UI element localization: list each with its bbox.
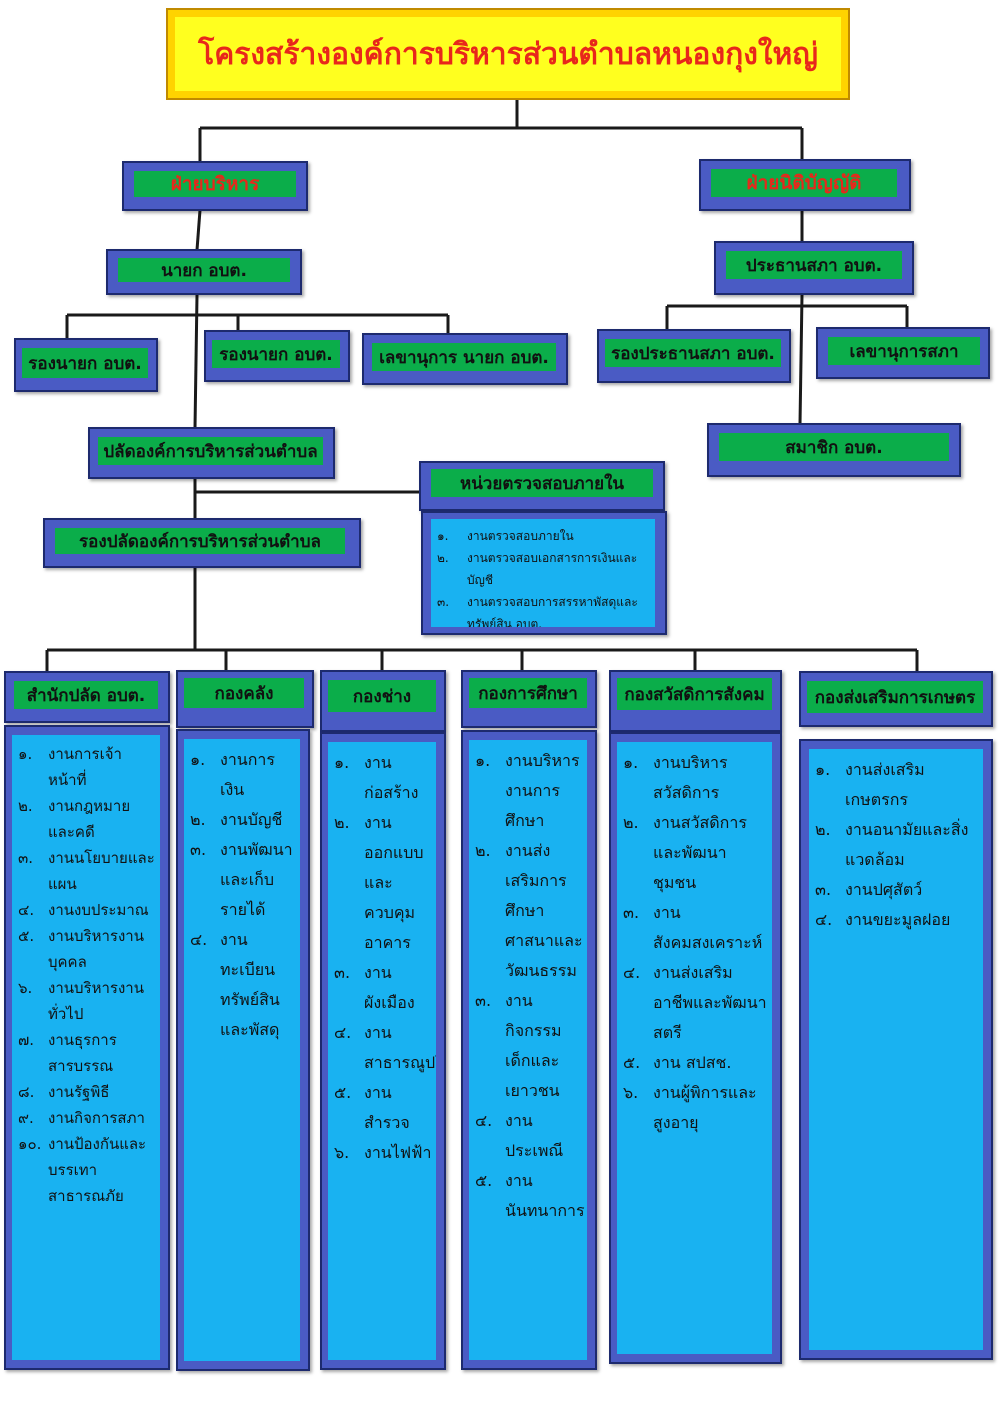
division-list-box: ๑.งานการเจ้าหน้าที่ ๒.งานกฎหมายและคดี ๓.…: [4, 725, 170, 1370]
division-task-list: ๑.งานก่อสร้าง ๒.งานออกแบบและควบคุมอาคาร …: [334, 748, 436, 1168]
list-item: ๖.งานไฟฟ้า: [334, 1143, 432, 1162]
list-item: ๔.งานสาธารณูปโภค: [334, 1023, 436, 1072]
council-secretary-label: เลขานุการสภา: [828, 337, 980, 365]
deputy-mayor-2-box: รองนายก อบต.: [204, 330, 350, 382]
council-vice-president-label: รองประธานสภา อบต.: [605, 339, 781, 367]
division-task-list: ๑.งานบริหารสวัสดิการ ๒.งานสวัสดิการและพั…: [623, 748, 768, 1138]
mayor-secretary-label: เลขานุการ นายก อบต.: [372, 343, 556, 371]
list-item: ๕.งานสำรวจ: [334, 1083, 410, 1132]
list-item: ๔.งานงบประมาณ: [18, 901, 149, 919]
division-list-box: ๑.งานส่งเสริมเกษตรกร ๒.งานอนามัยและสิ่งแ…: [799, 739, 993, 1360]
division-list-box: ๑.งานการเงิน ๒.งานบัญชี ๓.งานพัฒนาและเก็…: [176, 729, 310, 1371]
council-member-box: สมาชิก อบต.: [707, 423, 961, 477]
division-header-agriculture: กองส่งเสริมการเกษตร: [799, 671, 993, 727]
list-item: ๖.งานบริหารงานทั่วไป: [18, 979, 144, 1023]
chief-admin-box: ปลัดองค์การบริหารส่วนตำบล: [88, 427, 335, 479]
division-label: กองการศึกษา: [469, 678, 587, 708]
deputy-chief-admin-label: รองปลัดองค์การบริหารส่วนตำบล: [55, 528, 345, 554]
list-item: ๓.งานกิจกรรมเด็กและเยาวชน: [475, 991, 562, 1100]
list-item: ๑๐.งานป้องกันและบรรเทา สาธารณภัย: [18, 1135, 147, 1205]
council-president-label: ประธานสภา อบต.: [726, 251, 902, 279]
chart-title: โครงสร้างองค์การบริหารส่วนตำบลหนองกุงใหญ…: [175, 17, 841, 91]
internal-audit-list-box: ๑.งานตรวจสอบภายใน ๒.งานตรวจสอบเอกสารการเ…: [421, 511, 667, 635]
chief-admin-label: ปลัดองค์การบริหารส่วนตำบล: [98, 437, 323, 465]
list-item: ๕.งานบริหารงานบุคคล: [18, 927, 144, 971]
council-president-box: ประธานสภา อบต.: [714, 241, 914, 295]
mayor-secretary-box: เลขานุการ นายก อบต.: [362, 333, 568, 385]
list-item: ๑.งานส่งเสริมเกษตรกร: [815, 760, 925, 809]
internal-audit-label: หน่วยตรวจสอบภายใน: [431, 469, 653, 497]
council-vice-president-box: รองประธานสภา อบต.: [597, 329, 791, 383]
list-item: ๔.งานขยะมูลฝอย: [815, 910, 951, 929]
list-item: ๑.งานตรวจสอบภายใน: [437, 529, 574, 543]
internal-audit-box: หน่วยตรวจสอบภายใน: [419, 461, 665, 511]
division-header-chief-office: สำนักปลัด อบต.: [4, 671, 170, 723]
list-item: ๓.งานสังคมสงเคราะห์: [623, 903, 763, 952]
internal-audit-list: ๑.งานตรวจสอบภายใน ๒.งานตรวจสอบเอกสารการเ…: [437, 525, 649, 627]
executive-branch-box: ฝ่ายบริหาร: [122, 161, 308, 211]
list-item: ๘.งานรัฐพิธี: [18, 1083, 110, 1101]
list-item: ๖.งานผู้พิการและสูงอายุ: [623, 1083, 757, 1132]
deputy-mayor-2-label: รองนายก อบต.: [212, 340, 340, 368]
list-item: ๓.งานปศุสัตว์: [815, 880, 923, 899]
list-item: ๒.งานบัญชี: [190, 810, 283, 829]
legislative-branch-box: ฝ่ายนิติบัญญัติ: [699, 159, 911, 211]
division-header-finance: กองคลัง: [176, 670, 314, 728]
deputy-chief-admin-box: รองปลัดองค์การบริหารส่วนตำบล: [43, 518, 361, 568]
list-item: ๒.งานออกแบบและควบคุมอาคาร: [334, 813, 424, 952]
list-item: ๒.งานสวัสดิการและพัฒนาชุมชน: [623, 813, 747, 892]
list-item: ๒.งานส่งเสริมการศึกษาศาสนาและวัฒนธรรม: [475, 841, 583, 980]
division-task-list: ๑.งานบริหารงานการศึกษา ๒.งานส่งเสริมการศ…: [475, 746, 585, 1226]
mayor-label: นายก อบต.: [118, 258, 290, 282]
list-item: ๔.งานทะเบียนทรัพย์สินและพัสดุ: [190, 930, 280, 1039]
list-item: ๑.งานการเงิน: [190, 750, 275, 799]
division-task-list: ๑.งานการเจ้าหน้าที่ ๒.งานกฎหมายและคดี ๓.…: [18, 741, 156, 1209]
division-task-list: ๑.งานส่งเสริมเกษตรกร ๒.งานอนามัยและสิ่งแ…: [815, 755, 979, 935]
division-task-list: ๑.งานการเงิน ๒.งานบัญชี ๓.งานพัฒนาและเก็…: [190, 745, 296, 1045]
list-item: ๕.งาน สปสช.: [623, 1053, 732, 1072]
division-label: กองคลัง: [184, 678, 304, 708]
division-list-box: ๑.งานบริหารงานการศึกษา ๒.งานส่งเสริมการศ…: [461, 730, 597, 1370]
list-item: ๓.งานผังเมือง: [334, 963, 415, 1012]
executive-branch-label: ฝ่ายบริหาร: [134, 171, 296, 197]
list-item: ๑.งานบริหารงานการศึกษา: [475, 751, 580, 830]
council-member-label: สมาชิก อบต.: [719, 433, 949, 461]
council-secretary-box: เลขานุการสภา: [816, 327, 990, 379]
legislative-branch-label: ฝ่ายนิติบัญญัติ: [711, 169, 897, 197]
list-item: ๑.งานบริหารสวัสดิการ: [623, 753, 728, 802]
list-item: ๓.งานพัฒนาและเก็บรายได้: [190, 840, 293, 919]
list-item: ๔.งานประเพณี: [475, 1111, 564, 1160]
division-label: กองช่าง: [328, 680, 436, 712]
division-header-engineering: กองช่าง: [320, 670, 446, 732]
division-label: กองส่งเสริมการเกษตร: [807, 681, 983, 713]
deputy-mayor-1-label: รองนายก อบต.: [22, 348, 148, 378]
list-item: ๓.งานตรวจสอบการสรรหาพัสดุและทรัพย์สิน อบ…: [437, 595, 638, 627]
list-item: ๕.งานนันทนาการ: [475, 1171, 585, 1220]
list-item: ๒.งานกฎหมายและคดี: [18, 797, 131, 841]
list-item: ๑.งานก่อสร้าง: [334, 753, 419, 802]
list-item: ๒.งานตรวจสอบเอกสารการเงินและบัญชี: [437, 551, 638, 587]
deputy-mayor-1-box: รองนายก อบต.: [14, 338, 158, 392]
list-item: ๗.งานธุรการ สารบรรณ: [18, 1031, 117, 1075]
list-item: ๔.งานส่งเสริมอาชีพและพัฒนาสตรี: [623, 963, 767, 1042]
mayor-box: นายก อบต.: [106, 249, 302, 295]
division-list-box: ๑.งานก่อสร้าง ๒.งานออกแบบและควบคุมอาคาร …: [320, 732, 446, 1370]
division-list-box: ๑.งานบริหารสวัสดิการ ๒.งานสวัสดิการและพั…: [609, 732, 782, 1364]
title-banner: โครงสร้างองค์การบริหารส่วนตำบลหนองกุงใหญ…: [166, 8, 850, 100]
division-label: กองสวัสดิการสังคม: [617, 678, 772, 710]
list-item: ๓.งานนโยบายและแผน: [18, 849, 155, 893]
division-header-social-welfare: กองสวัสดิการสังคม: [609, 670, 782, 732]
division-label: สำนักปลัด อบต.: [14, 681, 158, 709]
list-item: ๒.งานอนามัยและสิ่งแวดล้อม: [815, 820, 969, 869]
division-header-education: กองการศึกษา: [461, 670, 597, 728]
list-item: ๙.งานกิจการสภา: [18, 1109, 145, 1127]
list-item: ๑.งานการเจ้าหน้าที่: [18, 745, 122, 789]
